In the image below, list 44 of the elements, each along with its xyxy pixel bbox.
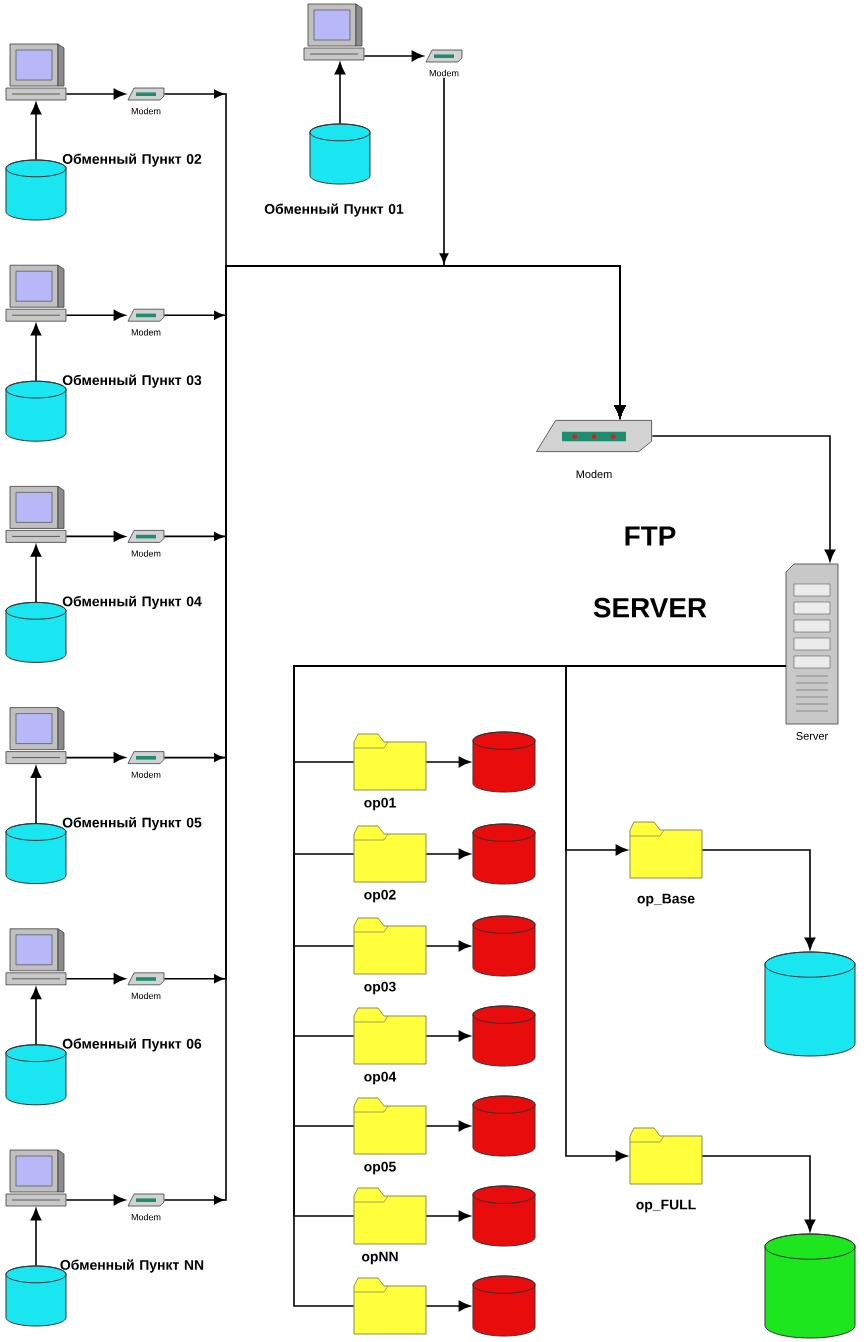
- arrow: [30, 323, 42, 382]
- arrow: [30, 544, 42, 603]
- computer-icon: [5, 486, 67, 543]
- arrow: [65, 973, 126, 985]
- computer-icon: [5, 264, 67, 322]
- arrow: [701, 1155, 816, 1232]
- arrow: [65, 1194, 126, 1206]
- arrow: [651, 435, 836, 562]
- database-cylinder: [764, 1233, 856, 1339]
- arrow: [65, 752, 126, 763]
- arrow: [334, 62, 346, 125]
- database-cylinder: [472, 1185, 536, 1247]
- database-cylinder: [764, 951, 856, 1057]
- database-cylinder: [472, 1095, 536, 1157]
- arrow: [701, 849, 816, 950]
- arrow: [30, 766, 42, 824]
- arrow: [425, 1120, 471, 1132]
- arrow: [30, 102, 42, 161]
- arrow: [425, 1300, 471, 1312]
- computer-icon: [5, 43, 67, 101]
- folder-icon: [353, 1277, 427, 1335]
- database-cylinder: [472, 1275, 536, 1337]
- database-cylinder: [472, 731, 536, 793]
- arrow: [363, 50, 424, 62]
- arrow: [425, 756, 471, 768]
- database-cylinder: [472, 1005, 536, 1067]
- arrow: [565, 665, 787, 1162]
- arrow: [425, 940, 471, 952]
- arrow: [425, 1030, 471, 1042]
- computer-icon: [5, 707, 67, 764]
- arrow: [30, 987, 42, 1046]
- arrow: [65, 531, 126, 542]
- computer-icon: [5, 1149, 67, 1207]
- arrow: [425, 1210, 471, 1222]
- computer-icon: [5, 928, 67, 986]
- database-cylinder: [472, 823, 536, 885]
- computer-icon: [303, 3, 365, 61]
- arrow: [65, 88, 126, 100]
- arrow: [425, 848, 471, 860]
- arrow: [65, 309, 126, 321]
- arrow: [439, 76, 626, 418]
- arrow: [30, 1208, 42, 1267]
- heading: FTP SERVER: [593, 526, 707, 618]
- database-cylinder: [472, 915, 536, 977]
